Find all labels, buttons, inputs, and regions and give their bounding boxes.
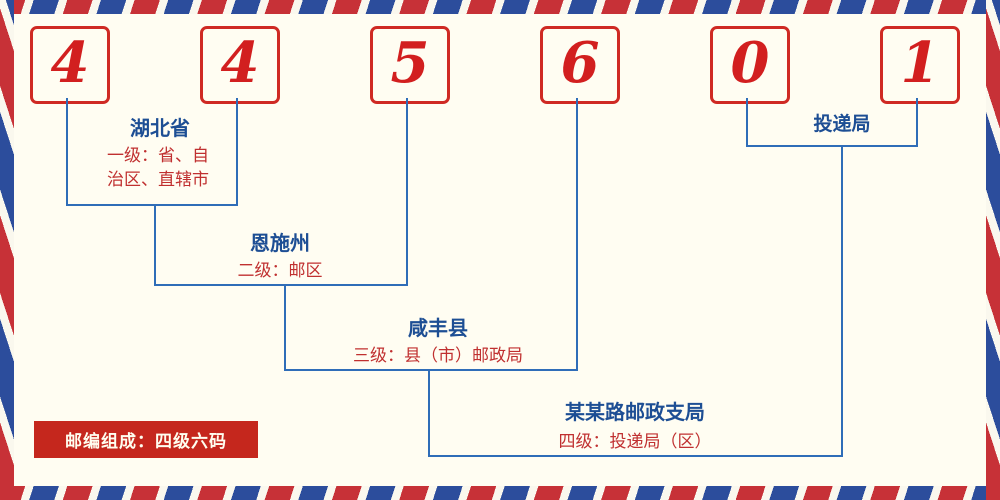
digit-2: 4 [220, 30, 260, 96]
airmail-border-top [0, 0, 1000, 14]
connector-line [576, 98, 578, 371]
digit-5: 0 [730, 30, 770, 96]
connector-line [154, 284, 408, 286]
connector-line [284, 369, 578, 371]
delivery-bureau-label: 投递局 [813, 113, 871, 135]
digit-box-5: 0 [710, 26, 790, 104]
level3-desc: 三级：县（市）邮政局 [353, 346, 523, 366]
connector-line [428, 369, 430, 457]
airmail-border-right [986, 0, 1000, 500]
connector-line [916, 98, 918, 147]
connector-line [746, 98, 748, 147]
digit-box-3: 5 [370, 26, 450, 104]
digit-1: 4 [50, 30, 90, 96]
connector-line [284, 284, 286, 371]
level1-name: 湖北省 [130, 116, 190, 140]
level1-desc-line2: 治区、直辖市 [107, 170, 209, 190]
level2-name: 恩施州 [250, 231, 310, 255]
airmail-border-left [0, 0, 14, 500]
connector-line [154, 204, 156, 286]
level1-desc-line1: 一级：省、自 [107, 146, 209, 166]
digit-box-1: 4 [30, 26, 110, 104]
level2-desc: 二级：邮区 [237, 261, 323, 281]
digit-3: 5 [390, 30, 430, 96]
connector-line [428, 455, 843, 457]
connector-line [746, 145, 918, 147]
level4-name: 某某路邮政支局 [565, 400, 705, 424]
level3-name: 咸丰县 [408, 316, 468, 340]
digit-6: 1 [900, 30, 940, 96]
level4-desc: 四级：投递局（区） [558, 432, 712, 452]
connector-line [66, 204, 238, 206]
digit-box-6: 1 [880, 26, 960, 104]
connector-line [841, 145, 843, 457]
airmail-border-bottom [0, 486, 1000, 500]
connector-line [406, 98, 408, 286]
digit-box-2: 4 [200, 26, 280, 104]
connector-line [236, 98, 238, 206]
connector-line [66, 98, 68, 206]
digit-4: 6 [560, 30, 600, 96]
digit-box-4: 6 [540, 26, 620, 104]
composition-badge: 邮编组成：四级六码 [34, 421, 258, 458]
